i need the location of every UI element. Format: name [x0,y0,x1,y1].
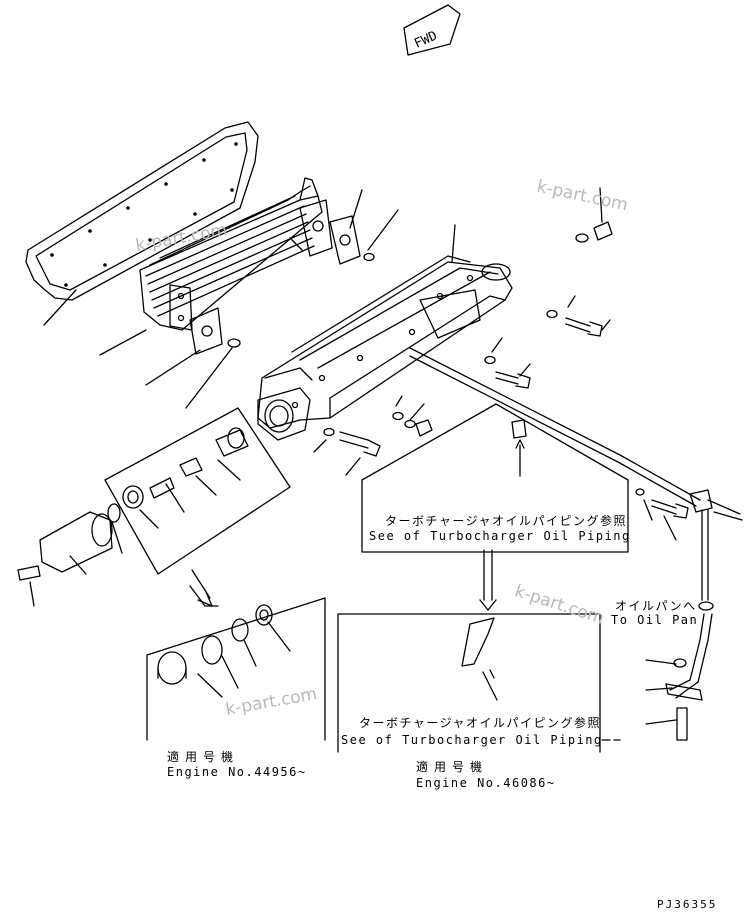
fwd-arrow-icon: FWD [403,4,461,56]
engine-number-left: Engine No.44956~ [167,765,307,779]
detail-frame-left [104,407,326,741]
ref-note-jp-upper: ターボチャージャオイルパイピング参照 [385,514,628,528]
gasket-small [189,215,375,355]
applicable-label-left: 適用号機 [167,750,240,764]
bolts-and-washers [323,221,613,457]
ref-note-en-upper: See of Turbocharger Oil Piping [369,529,631,543]
drawing-code: PJ36355 [657,898,718,911]
turbo-oil-pipe [409,347,743,741]
oil-cooler-case [257,255,513,441]
to-oil-pan-jp: オイルパンへ [615,599,697,613]
ref-note-en-lower: See of Turbocharger Oil Piping [341,733,603,747]
to-oil-pan-en: To Oil Pan [611,613,699,627]
applicable-label-right: 適用号機 [416,760,489,774]
engine-number-right: Engine No.46086~ [416,776,556,790]
leader-lines [29,187,677,725]
oil-cooler-element [139,177,333,331]
detail-frame-right [337,403,629,753]
cover-assembly [17,427,249,581]
gasket [25,121,259,301]
ref-note-jp-lower: ターボチャージャオイルパイピング参照 [359,716,602,730]
